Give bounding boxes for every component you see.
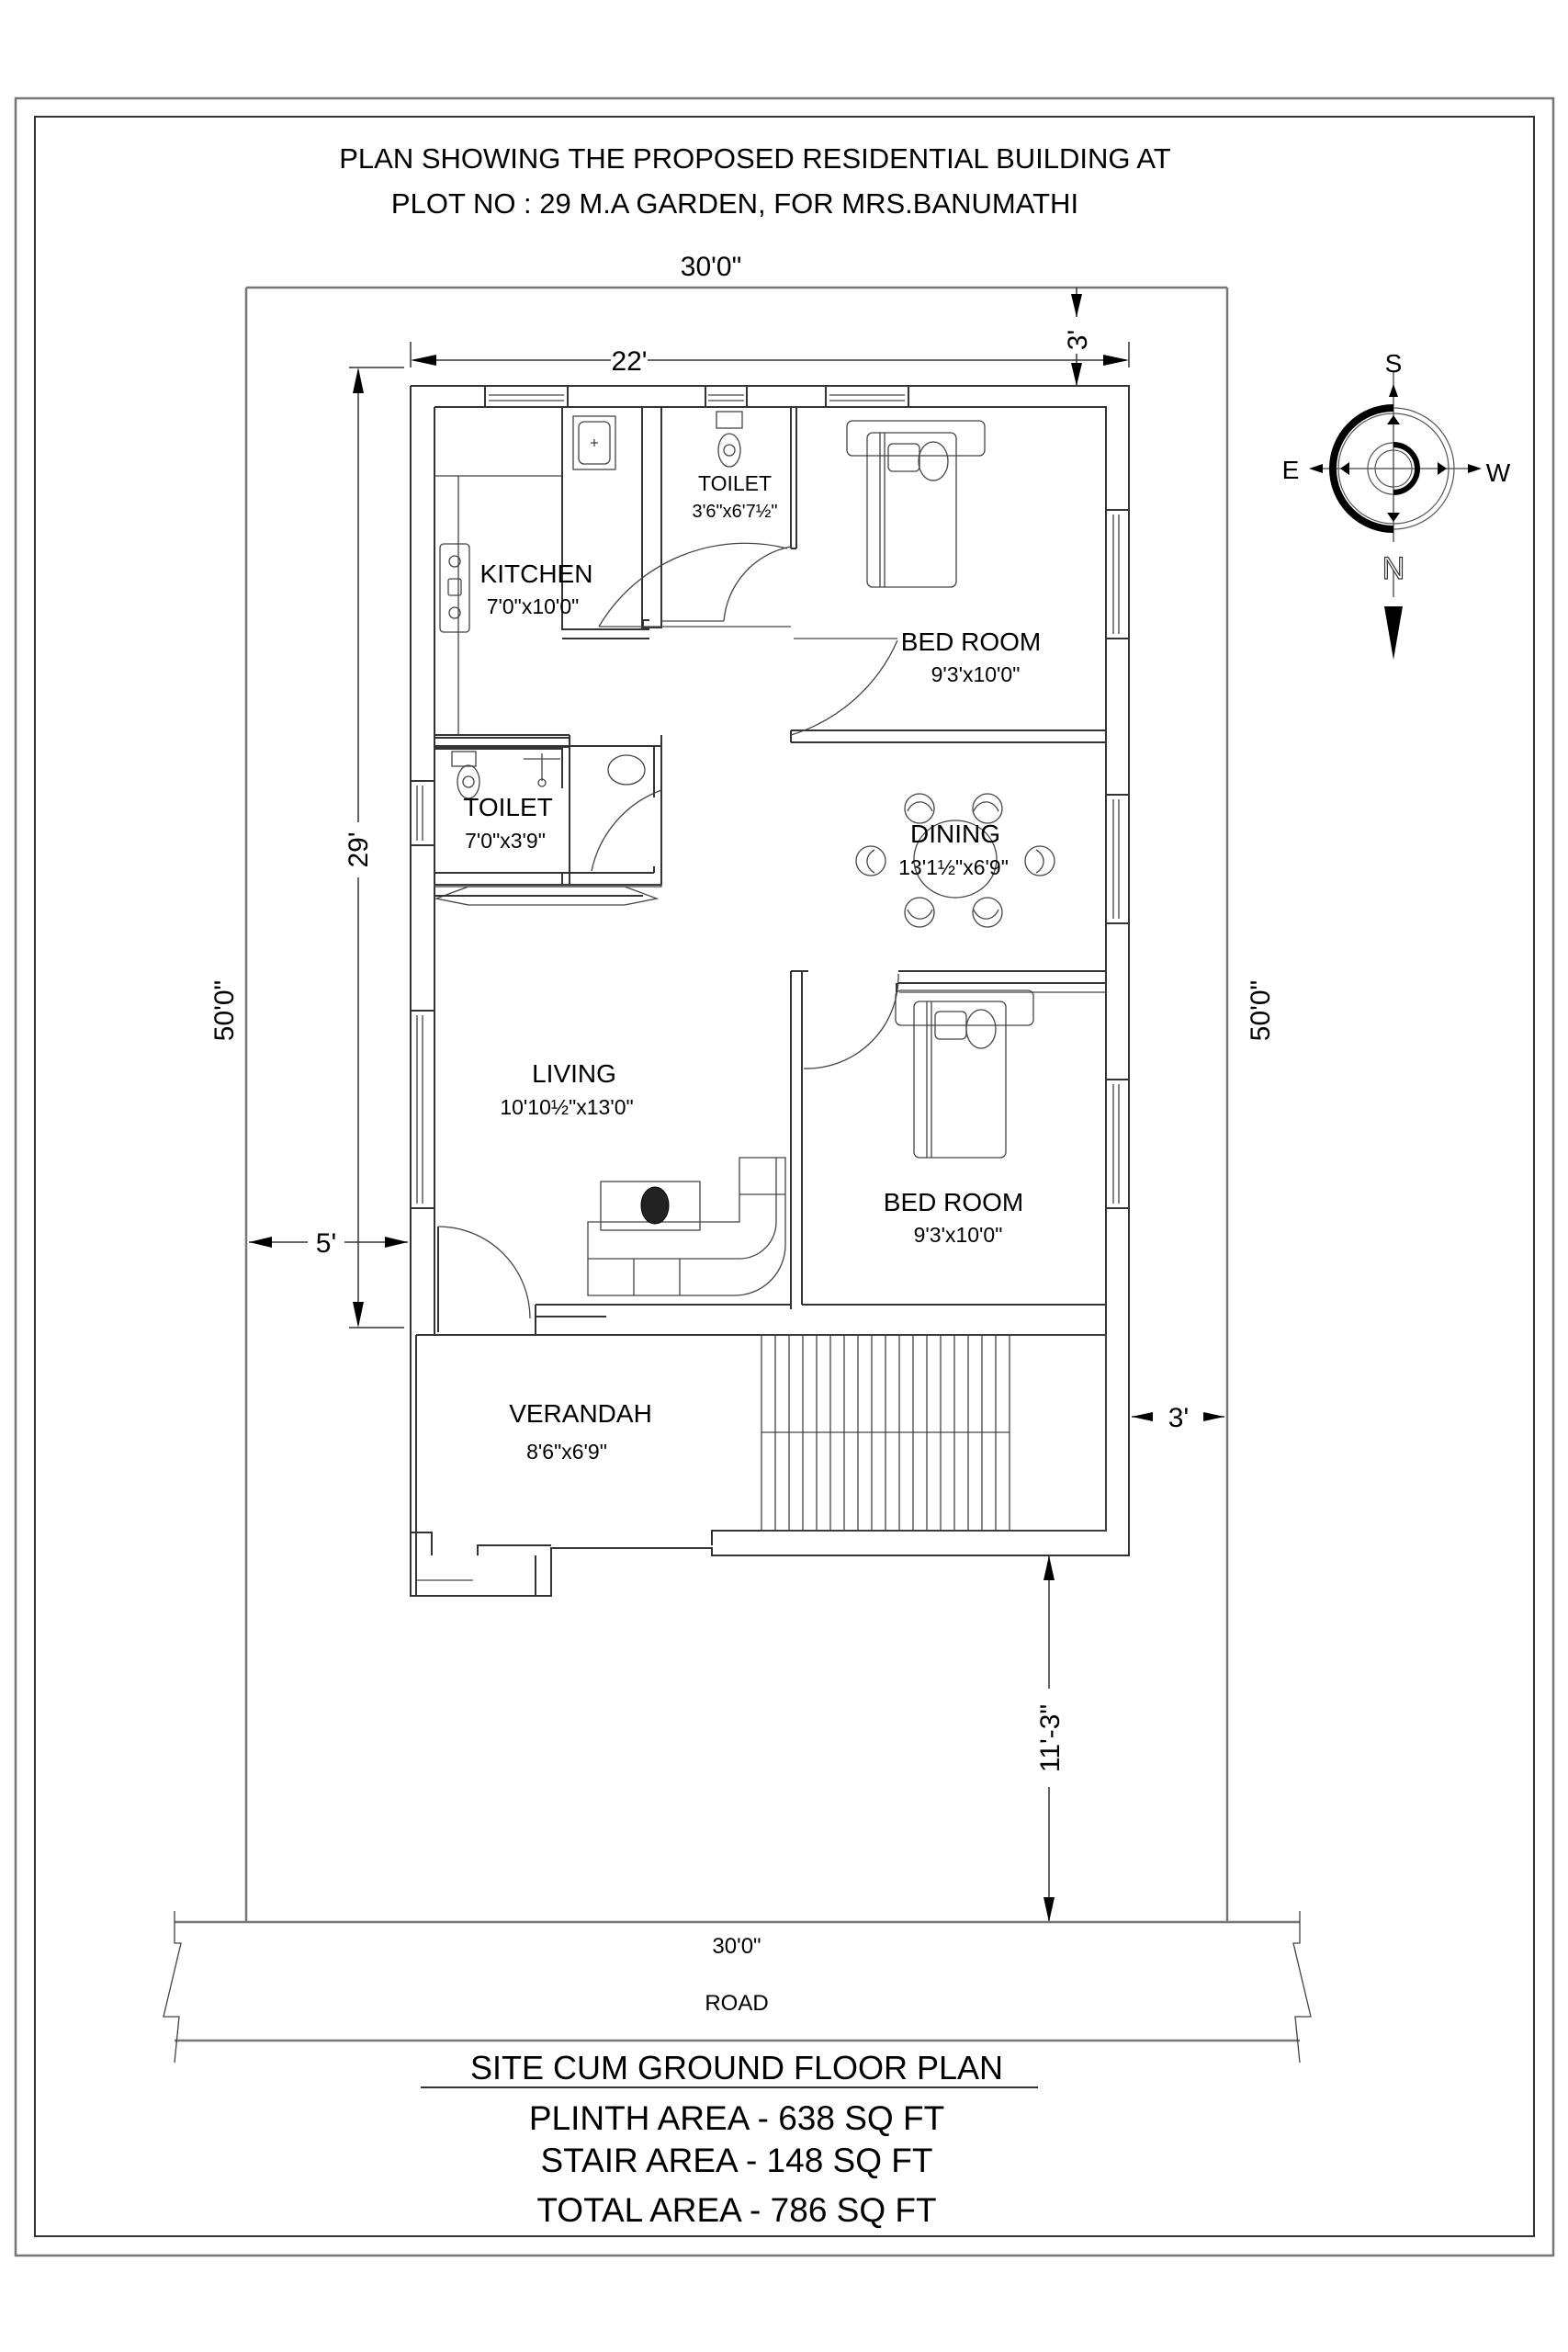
total-area: TOTAL AREA - 786 SQ FT [536, 2191, 936, 2229]
toilet-top-room [598, 407, 797, 628]
dining-name: DINING [910, 820, 1000, 848]
setback-front-dimension [1043, 1555, 1055, 1922]
building-depth-dimension [349, 367, 404, 1329]
setback-front-label: 11'-3" [1035, 1704, 1066, 1772]
wc-icon-mid [451, 751, 480, 799]
living-size: 10'10½"x13'0" [500, 1095, 633, 1119]
building-width-dimension [410, 342, 1130, 368]
dining-table-icon [855, 793, 1055, 928]
bed-icon-top [846, 420, 986, 588]
toilet-top-name: TOILET [698, 471, 772, 495]
verandah-name: VERANDAH [509, 1399, 652, 1428]
staircase [761, 1334, 1107, 1532]
living-name: LIVING [532, 1059, 616, 1088]
bedroom-bottom-room [801, 983, 1106, 1306]
setback-right-label: 3' [1168, 1403, 1189, 1433]
outer-frame [14, 96, 1555, 2257]
mirror-shelf-icon [434, 884, 662, 906]
kitchen-size: 7'0"x10'0" [487, 594, 580, 618]
bedroom-top-size: 9'3'x10'0" [931, 662, 1021, 686]
inner-frame [34, 116, 1535, 2237]
toilet-top-size: 3'6"x6'7½" [692, 502, 777, 522]
stair-area: STAIR AREA - 148 SQ FT [541, 2142, 933, 2179]
setback-right-dimension [1132, 1412, 1224, 1421]
compass-east-label: E [1282, 456, 1300, 484]
setback-top-dimension [1071, 288, 1082, 386]
washbasin-icon [607, 754, 646, 786]
bedroom-top-name: BED ROOM [901, 628, 1041, 656]
shower-icon [524, 753, 560, 787]
bedroom-bottom-name: BED ROOM [884, 1188, 1023, 1216]
road-label: ROAD [705, 1991, 768, 2016]
window-living [410, 1010, 435, 1209]
bedroom-bottom-size: 9'3'x10'0" [914, 1223, 1003, 1247]
window-bedroom-top-right [1105, 509, 1130, 639]
header-line-1: PLAN SHOWING THE PROPOSED RESIDENTIAL BU… [339, 142, 1171, 175]
header-line-2: PLOT NO : 29 M.A GARDEN, FOR MRS.BANUMAT… [391, 187, 1078, 220]
window-kitchen [484, 385, 569, 408]
kitchen-name: KITCHEN [480, 560, 593, 588]
sofa-icon [587, 1157, 786, 1296]
window-dining [1105, 794, 1130, 924]
plot-width-top-label: 30'0" [681, 252, 741, 282]
coffee-table-icon [600, 1181, 701, 1231]
building-depth-label: 29' [344, 831, 374, 867]
setback-top-label: 3' [1063, 330, 1093, 350]
window-bedroom-bottom [1105, 1079, 1130, 1209]
building-width-label: 22' [611, 346, 647, 377]
plot-depth-right-label: 50'0" [1246, 980, 1276, 1041]
toilet-mid-size: 7'0"x3'9" [465, 829, 546, 853]
setback-left-label: 5' [316, 1228, 336, 1259]
plot-width-bottom-label: 30'0" [712, 1934, 761, 1959]
window-toilet-top [705, 385, 748, 408]
plot-depth-left-label: 50'0" [209, 980, 240, 1041]
wc-icon-top [716, 411, 743, 468]
plot-boundary [244, 286, 1229, 1922]
stove-icon [439, 543, 470, 633]
compass-north-label: N [1382, 551, 1405, 586]
plan-title: SITE CUM GROUND FLOOR PLAN [470, 2049, 1003, 2086]
compass-west-label: W [1486, 458, 1511, 487]
bed-icon-bottom [895, 989, 1034, 1159]
dining-room [790, 970, 1106, 1306]
window-toilet-mid [410, 780, 435, 846]
verandah-size: 8'6"x6'9" [526, 1440, 607, 1464]
road [163, 1911, 1312, 2064]
plinth-area: PLINTH AREA - 638 SQ FT [529, 2099, 944, 2137]
dining-size: 13'1½"x6'9" [898, 855, 1009, 879]
bedroom-top-room [790, 638, 1106, 743]
setback-left-dimension [249, 1237, 408, 1248]
compass-south-label: S [1385, 349, 1403, 378]
compass-rose-icon [1309, 372, 1482, 660]
toilet-mid-name: TOILET [463, 793, 553, 821]
window-bedroom-top [825, 385, 909, 408]
kitchen-sink-icon [572, 415, 616, 470]
